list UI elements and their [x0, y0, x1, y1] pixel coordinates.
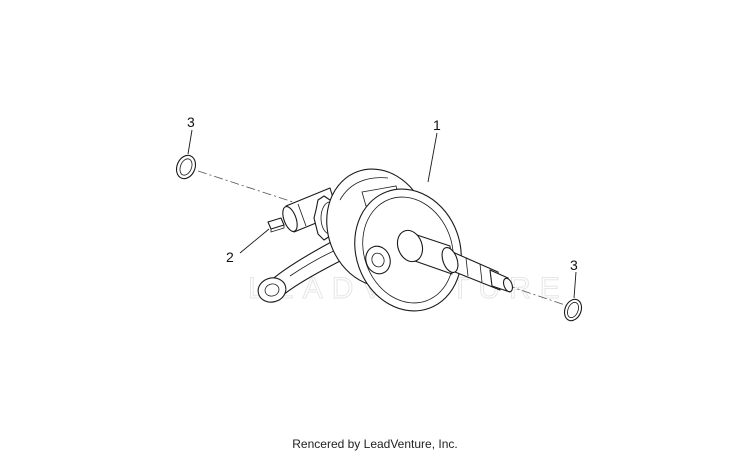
crankshaft-assembly: [257, 168, 514, 312]
render-credit: Rencered by LeadVenture, Inc.: [292, 437, 458, 451]
woodruff-key: [267, 217, 285, 233]
leader-line-3-left: [187, 129, 193, 155]
oil-seal-left: [175, 154, 197, 180]
leader-line-3-right: [573, 271, 577, 299]
callout-3-right: 3: [570, 257, 578, 273]
callout-2: 2: [226, 249, 234, 265]
oil-seal-right: [563, 298, 583, 322]
centerline-right: [505, 284, 569, 307]
leader-line-2: [239, 228, 270, 254]
callout-3-left: 3: [187, 114, 195, 130]
leader-line-1: [427, 132, 438, 183]
callout-1: 1: [433, 117, 441, 133]
